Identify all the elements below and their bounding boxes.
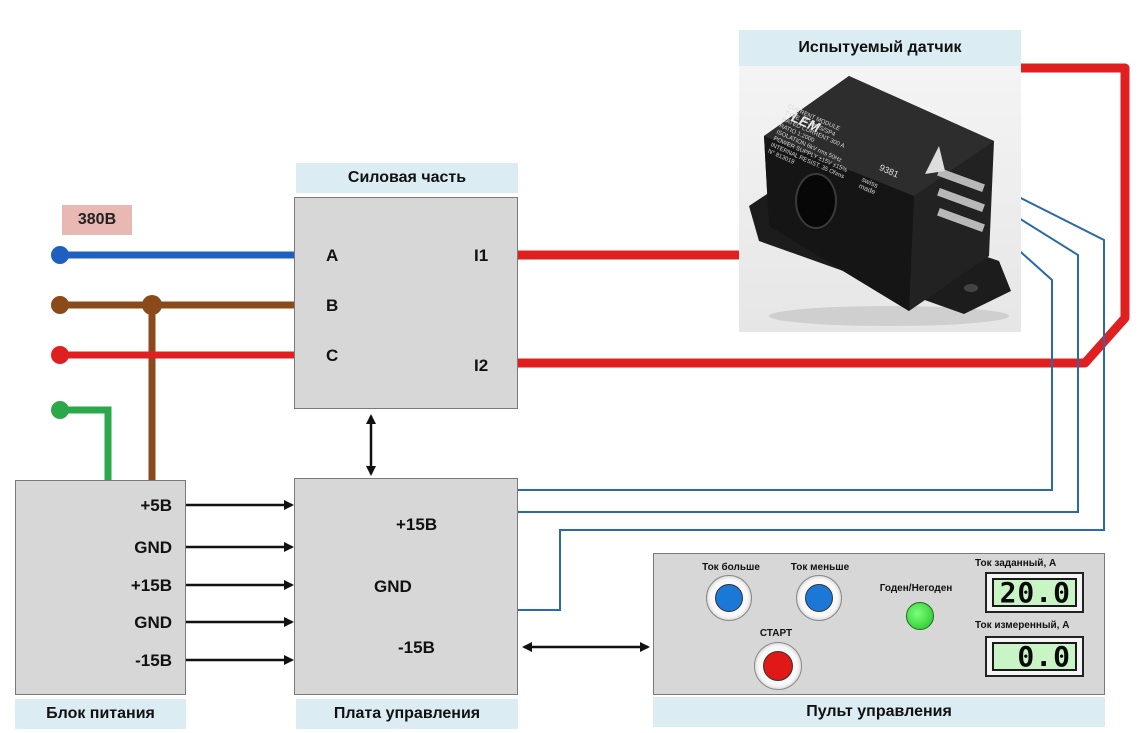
wire-ground	[60, 410, 108, 480]
power-output-i1: I1	[474, 246, 488, 266]
set-current-display: 20.0	[985, 572, 1084, 613]
ps-out-m15v: -15В	[118, 651, 172, 671]
pass-fail-lamp	[906, 602, 934, 630]
status-label: Годен/Негоден	[864, 583, 968, 594]
current-up-button[interactable]	[706, 575, 752, 621]
ps-out-5v: +5В	[128, 496, 172, 516]
power-input-a: A	[326, 246, 338, 266]
power-output-i2: I2	[474, 356, 488, 376]
supply-voltage-badge: 380В	[62, 205, 132, 235]
power-supply-title: Блок питания	[15, 699, 186, 729]
sensor-title: Испытуемый датчик	[739, 30, 1021, 66]
current-down-button[interactable]	[796, 575, 842, 621]
terminal-c	[51, 346, 69, 364]
board-gnd: GND	[374, 577, 412, 597]
measured-current-value: 0.0	[992, 642, 1077, 671]
btn-more-label: Ток больше	[693, 562, 769, 573]
junction-b	[142, 295, 162, 315]
ps-out-gnd1: GND	[122, 538, 172, 558]
measured-current-label: Ток измеренный, А	[975, 620, 1097, 631]
power-section-title: Силовая часть	[296, 163, 518, 193]
control-panel-title: Пульт управления	[653, 697, 1105, 727]
power-input-c: C	[326, 346, 338, 366]
sensor-photo: CURRENT MODULE TYPE LT 300-S/SP4 RATED C…	[739, 66, 1021, 332]
set-current-value: 20.0	[992, 578, 1077, 607]
start-button[interactable]	[754, 642, 802, 690]
btn-start-label: СТАРТ	[746, 628, 806, 639]
power-input-b: B	[326, 296, 338, 316]
terminal-a	[51, 246, 69, 264]
measured-current-display: 0.0	[985, 636, 1084, 677]
start-button-cap[interactable]	[763, 651, 793, 681]
ps-out-15v: +15В	[118, 576, 172, 596]
btn-less-label: Ток меньше	[780, 562, 860, 573]
current-down-button-cap[interactable]	[805, 584, 833, 612]
board-plus15: +15В	[396, 515, 437, 535]
control-board-title: Плата управления	[296, 699, 518, 729]
set-current-label: Ток заданный, А	[975, 558, 1097, 569]
current-up-button-cap[interactable]	[715, 584, 743, 612]
board-minus15: -15В	[398, 638, 435, 658]
terminal-b	[51, 296, 69, 314]
ps-out-gnd2: GND	[122, 613, 172, 633]
terminal-ground	[51, 401, 69, 419]
